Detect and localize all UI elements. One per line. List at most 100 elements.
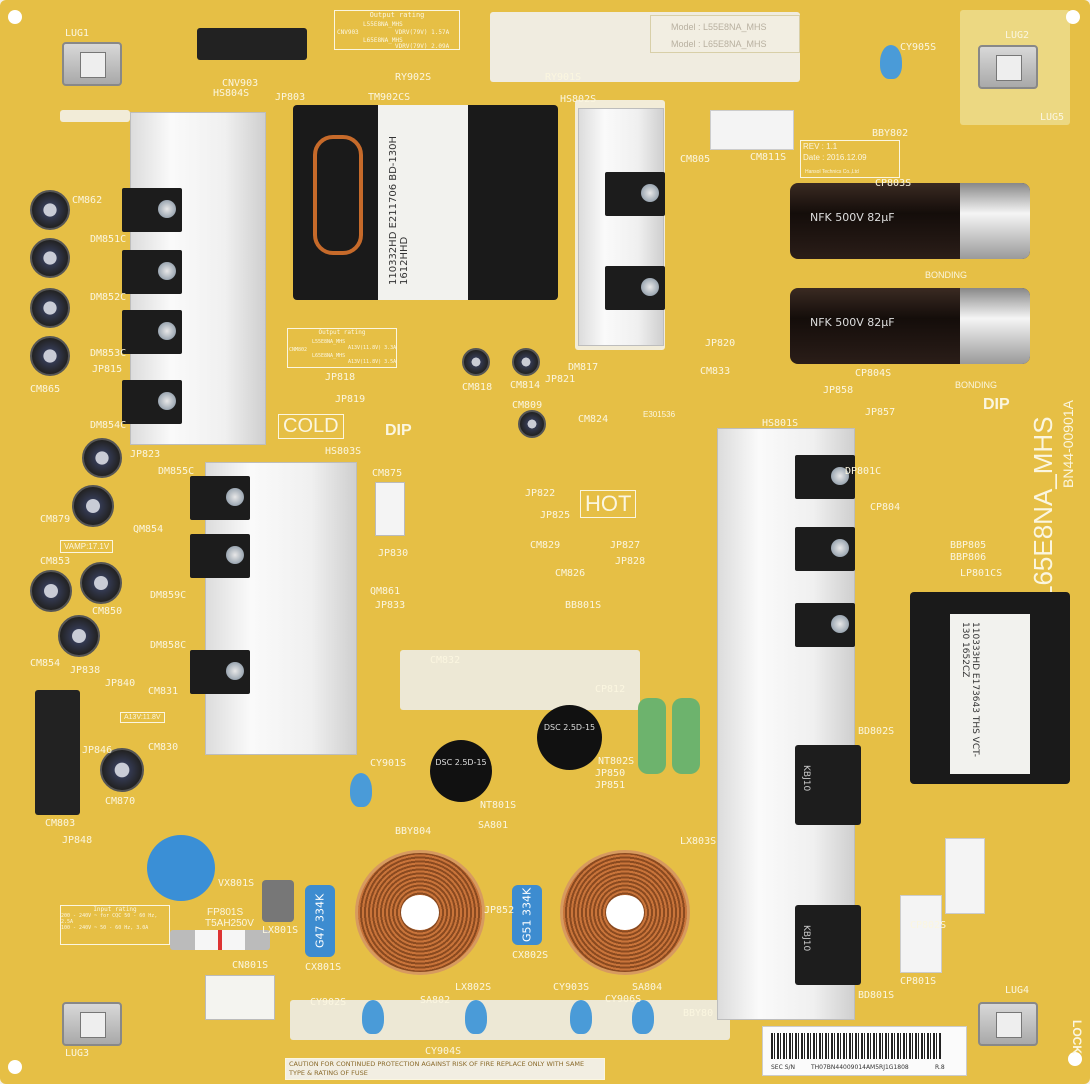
ref-label: JP838	[70, 665, 101, 676]
ref-label: HS804S	[213, 88, 250, 99]
y-capacitor	[465, 1000, 487, 1034]
transistor	[795, 603, 855, 647]
connector-cnm803	[35, 690, 80, 815]
ref-label: LP801CS	[960, 568, 1003, 579]
ref-label: DM859C	[150, 590, 187, 601]
ref-label: CM809	[512, 400, 543, 411]
y-capacitor-cy901s	[350, 773, 372, 807]
ref-label: CY902S	[310, 997, 347, 1008]
caution-box: CAUTION FOR CONTINUED PROTECTION AGAINST…	[285, 1058, 605, 1080]
ref-label: LX801S	[262, 925, 299, 936]
ref-label: CM854	[30, 658, 61, 669]
ref-label: DM852C	[90, 292, 127, 303]
ref-label: CP812	[595, 684, 626, 695]
ref-label: CY906S	[605, 994, 642, 1005]
capacitor-cm854	[58, 615, 100, 657]
table-cell: 100 - 240V ~ 50 - 60 Hz, 3.0A	[61, 925, 149, 931]
ref-label: CY901S	[370, 758, 407, 769]
board-model-vertical: L65E8NA_MHS	[1028, 416, 1058, 600]
revision-box: REV : 1.1 Date : 2016.12.09 Hansol Techn…	[800, 140, 900, 178]
table-title: Output rating	[369, 11, 425, 19]
capacitor-cm809	[518, 410, 546, 438]
table-cell: 200 - 240V ~ for CQC 50 - 60 Hz, 2.5A	[61, 913, 158, 925]
model-line: Model : L55E8NA_MHS	[671, 22, 767, 32]
capacitor-cp802s	[900, 895, 942, 973]
ref-label: HS803S	[325, 446, 362, 457]
ref-label: LUG2	[1005, 30, 1030, 41]
table-cell: L55E8NA_MHS	[363, 21, 403, 28]
table-cell: A13V(11.8V) 3.5A	[348, 359, 397, 365]
ref-label: CX801S	[305, 962, 342, 973]
transistor-dm854c	[122, 380, 182, 424]
capacitor-cm853	[30, 570, 72, 612]
input-rating-table: Input rating 200 - 240V ~ for CQC 50 - 6…	[60, 905, 170, 945]
vamp-label: VAMP:17.1V	[60, 540, 114, 553]
ref-label: TM902CS	[368, 92, 411, 103]
table-title: Input rating	[93, 906, 137, 913]
capacitor-label: NFK 500V 82μF	[810, 316, 895, 329]
connector-label: CNM802	[289, 347, 308, 353]
ref-label: CM803	[45, 818, 76, 829]
ref-label: JP822	[525, 488, 556, 499]
mounting-hole	[8, 10, 22, 24]
ref-label: JP821	[545, 374, 576, 385]
capacitor-cm879	[72, 485, 114, 527]
ref-label: CM818	[462, 382, 493, 393]
sec-sn-label: SEC S/N	[771, 1064, 796, 1071]
ref-label: CM833	[700, 366, 731, 377]
ref-label: CM829	[530, 540, 561, 551]
ref-label: VX801S	[218, 878, 255, 889]
common-mode-choke-lx803s	[560, 850, 690, 975]
thermistor-label: DSC 2.5D-15	[543, 723, 596, 732]
thermistor-nt801s: DSC 2.5D-15	[430, 740, 492, 802]
ref-label: BBP806	[950, 552, 987, 563]
ref-label: DM853C	[90, 348, 127, 359]
ref-label: CM875	[372, 468, 403, 479]
ref-label: SA802	[420, 995, 451, 1006]
y-capacitor	[570, 1000, 592, 1034]
x-capacitor-label: G47 334K	[313, 893, 327, 949]
capacitor-cm865	[30, 336, 70, 376]
ref-label: SA801	[478, 820, 509, 831]
lug3-terminal	[62, 1002, 122, 1046]
ref-label: CM826	[555, 568, 586, 579]
ref-label: JP823	[130, 449, 161, 460]
dip-label: DIP	[983, 396, 1010, 413]
ref-label: QM861	[370, 586, 401, 597]
part-number: BN44-00901A	[1060, 400, 1076, 488]
ref-label: CM870	[105, 796, 136, 807]
resistor	[672, 698, 700, 774]
x-capacitor-label: G51 334K	[520, 887, 534, 943]
connector-cnv903	[197, 28, 307, 60]
model-line: Model : L65E8NA_MHS	[671, 39, 767, 49]
transformer-lp801cs: 110333HD E173643 THS VCT-130 1652CZ	[910, 592, 1070, 784]
transformer-wrap	[950, 614, 1030, 774]
ref-label: CM879	[40, 514, 71, 525]
ref-label: CP801S	[900, 976, 937, 987]
ref-label: JP852	[484, 905, 515, 916]
model-box: Model : L55E8NA_MHS Model : L65E8NA_MHS	[650, 15, 800, 53]
ref-label: SA804	[632, 982, 663, 993]
transistor-dm851c	[122, 188, 182, 232]
capacitor-cm811s	[710, 110, 794, 150]
ref-label: CM853	[40, 556, 71, 567]
ref-label: CY903S	[553, 982, 590, 993]
ref-label: CP803S	[875, 178, 912, 189]
ref-label: CP804S	[855, 368, 892, 379]
revision-text: REV : 1.1	[803, 142, 838, 151]
bulk-capacitor: NFK 500V 82μF	[790, 183, 1030, 259]
ref-label: CY904S	[425, 1046, 462, 1057]
barcode-label: SEC S/N TH07BN44009014AM5RJ1G1808 R.8	[762, 1026, 967, 1076]
bridge-label: KBJ10	[801, 925, 811, 952]
ref-label: CM830	[148, 742, 179, 753]
silk-area-mid	[400, 650, 640, 710]
output-rating-table-top: Output rating CNV903 L55E8NA_MHS VDRV(79…	[334, 10, 460, 50]
ref-label: CM831	[148, 686, 179, 697]
capacitor	[30, 238, 70, 278]
capacitor-cm818	[462, 348, 490, 376]
bridge-rectifier-bd801s: KBJ10	[795, 905, 861, 985]
capacitor-label: NFK 500V 82μF	[810, 211, 895, 224]
ref-label: CN801S	[232, 960, 269, 971]
ref-label: JP858	[823, 385, 854, 396]
